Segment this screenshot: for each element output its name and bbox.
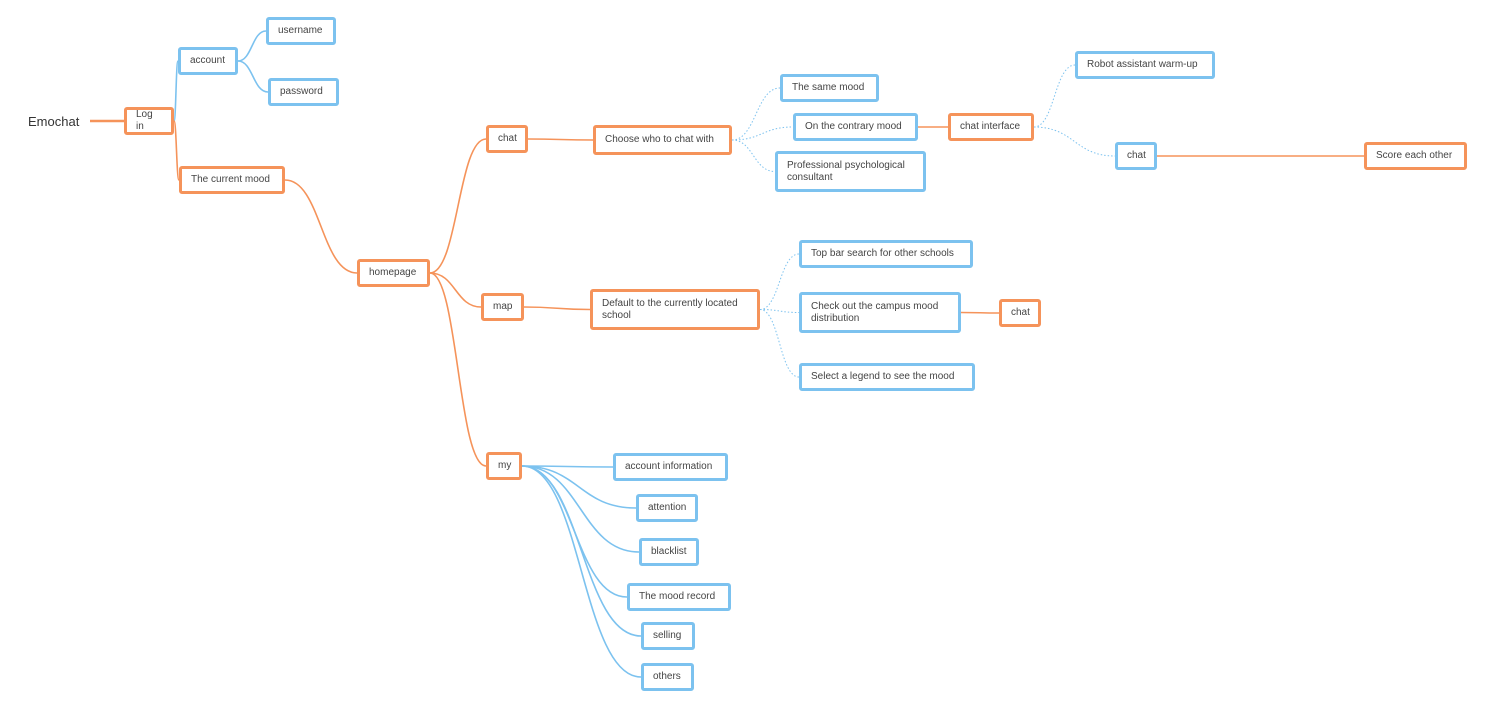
node-others[interactable]: others bbox=[641, 663, 694, 691]
node-default-school[interactable]: Default to the currently located school bbox=[590, 289, 760, 330]
node-selling[interactable]: selling bbox=[641, 622, 695, 650]
connector-line bbox=[521, 465, 640, 553]
connector-line bbox=[731, 126, 794, 141]
connector-line bbox=[284, 179, 358, 274]
connector-line bbox=[759, 253, 800, 310]
node-mood-record[interactable]: The mood record bbox=[627, 583, 731, 611]
connector-line bbox=[527, 138, 594, 141]
connector-line bbox=[523, 306, 591, 311]
root-title: Emochat bbox=[28, 114, 80, 129]
node-map[interactable]: map bbox=[481, 293, 524, 321]
connector-line bbox=[521, 465, 637, 509]
connector-line bbox=[759, 309, 800, 378]
node-campus-mood-distribution[interactable]: Check out the campus mood distribution bbox=[799, 292, 961, 333]
node-same-mood[interactable]: The same mood bbox=[780, 74, 879, 102]
connector-line bbox=[731, 87, 781, 141]
connector-line bbox=[1033, 64, 1076, 128]
connector-line bbox=[173, 120, 180, 181]
connector-line bbox=[731, 139, 776, 172]
node-current-mood[interactable]: The current mood bbox=[179, 166, 285, 194]
node-username[interactable]: username bbox=[266, 17, 336, 45]
connector-line bbox=[1033, 126, 1116, 157]
node-my[interactable]: my bbox=[486, 452, 522, 480]
connector-line bbox=[521, 465, 642, 637]
connector-line bbox=[521, 465, 642, 678]
node-chat-sub[interactable]: chat bbox=[1115, 142, 1157, 170]
connector-line bbox=[173, 60, 179, 122]
node-log-in[interactable]: Log in bbox=[124, 107, 174, 135]
node-chat-interface[interactable]: chat interface bbox=[948, 113, 1034, 141]
node-homepage[interactable]: homepage bbox=[357, 259, 430, 287]
connector-line bbox=[429, 272, 482, 308]
node-blacklist[interactable]: blacklist bbox=[639, 538, 699, 566]
connector-line bbox=[237, 30, 267, 62]
node-score-each-other[interactable]: Score each other bbox=[1364, 142, 1467, 170]
node-select-legend[interactable]: Select a legend to see the mood bbox=[799, 363, 975, 391]
node-attention[interactable]: attention bbox=[636, 494, 698, 522]
node-account-information[interactable]: account information bbox=[613, 453, 728, 481]
connector-line bbox=[237, 60, 269, 93]
node-choose-who-to-chat-with[interactable]: Choose who to chat with bbox=[593, 125, 732, 155]
node-robot-assistant[interactable]: Robot assistant warm-up bbox=[1075, 51, 1215, 79]
node-top-bar-search[interactable]: Top bar search for other schools bbox=[799, 240, 973, 268]
connector-line bbox=[759, 309, 800, 313]
node-password[interactable]: password bbox=[268, 78, 339, 106]
node-account[interactable]: account bbox=[178, 47, 238, 75]
connector-line bbox=[429, 272, 487, 467]
node-contrary-mood[interactable]: On the contrary mood bbox=[793, 113, 918, 141]
connector-line bbox=[960, 311, 1000, 314]
node-psychological-consultant[interactable]: Professional psychological consultant bbox=[775, 151, 926, 192]
connector-line bbox=[429, 138, 487, 274]
node-map-chat[interactable]: chat bbox=[999, 299, 1041, 327]
node-chat[interactable]: chat bbox=[486, 125, 528, 153]
